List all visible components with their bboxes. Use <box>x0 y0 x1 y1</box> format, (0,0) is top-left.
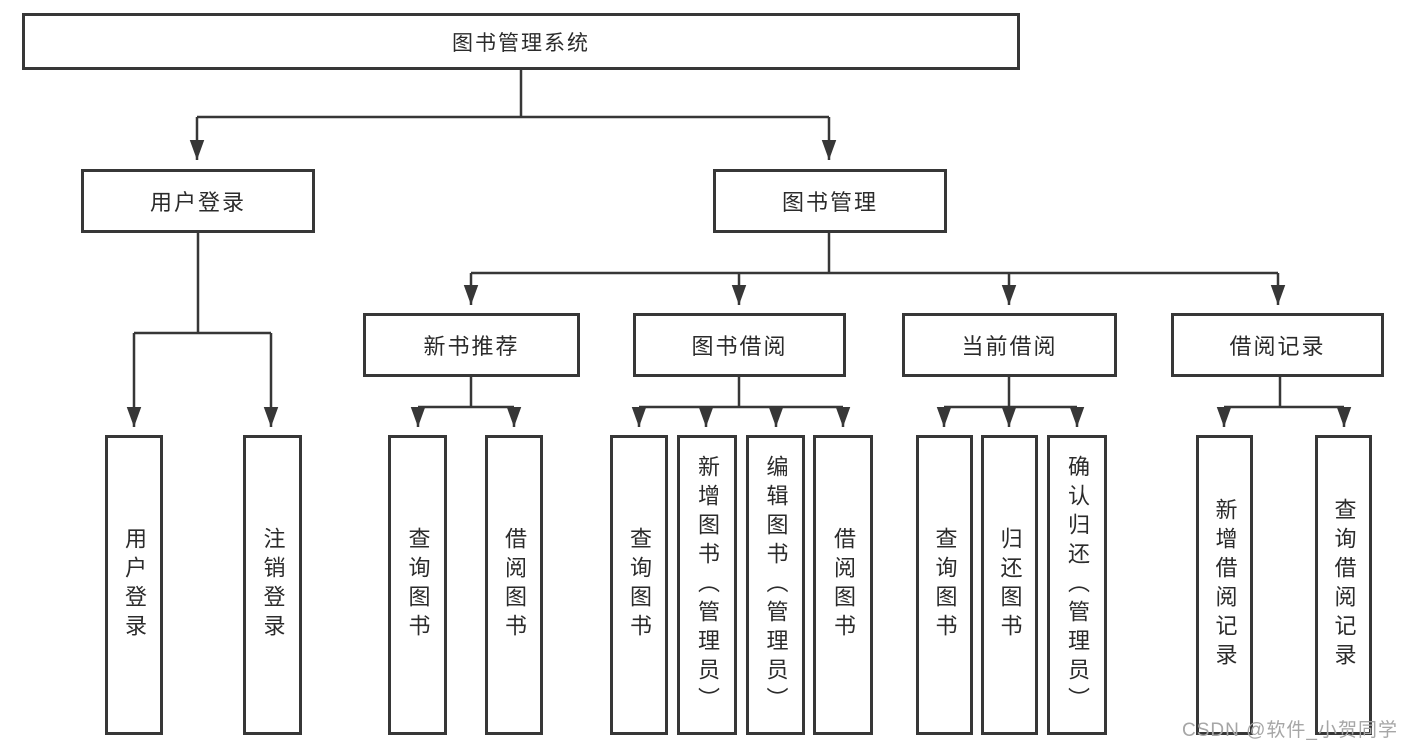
leaf-add-books-admin: 新增图书（管理员） <box>677 435 737 735</box>
leaf-borrow-books-recommend: 借阅图书 <box>485 435 543 735</box>
node-current-borrowing: 当前借阅 <box>902 313 1117 377</box>
leaf-query-books-current: 查询图书 <box>916 435 973 735</box>
leaf-query-books-recommend: 查询图书 <box>388 435 447 735</box>
leaf-query-books-borrowing: 查询图书 <box>610 435 668 735</box>
leaf-edit-books-admin: 编辑图书（管理员） <box>746 435 805 735</box>
node-book-borrowing: 图书借阅 <box>633 313 846 377</box>
node-user-login: 用户登录 <box>81 169 315 233</box>
node-new-book-recommendation: 新书推荐 <box>363 313 580 377</box>
leaf-confirm-return-admin: 确认归还（管理员） <box>1047 435 1107 735</box>
watermark: CSDN @软件_小贺同学 <box>1182 720 1398 741</box>
leaf-add-borrow-record: 新增借阅记录 <box>1196 435 1253 735</box>
leaf-logout: 注销登录 <box>243 435 302 735</box>
node-book-management: 图书管理 <box>713 169 947 233</box>
leaf-query-borrow-record: 查询借阅记录 <box>1315 435 1372 735</box>
leaf-return-books: 归还图书 <box>981 435 1038 735</box>
leaf-user-login: 用户登录 <box>105 435 163 735</box>
leaf-borrow-books: 借阅图书 <box>813 435 873 735</box>
node-root: 图书管理系统 <box>22 13 1020 70</box>
node-borrowing-records: 借阅记录 <box>1171 313 1384 377</box>
